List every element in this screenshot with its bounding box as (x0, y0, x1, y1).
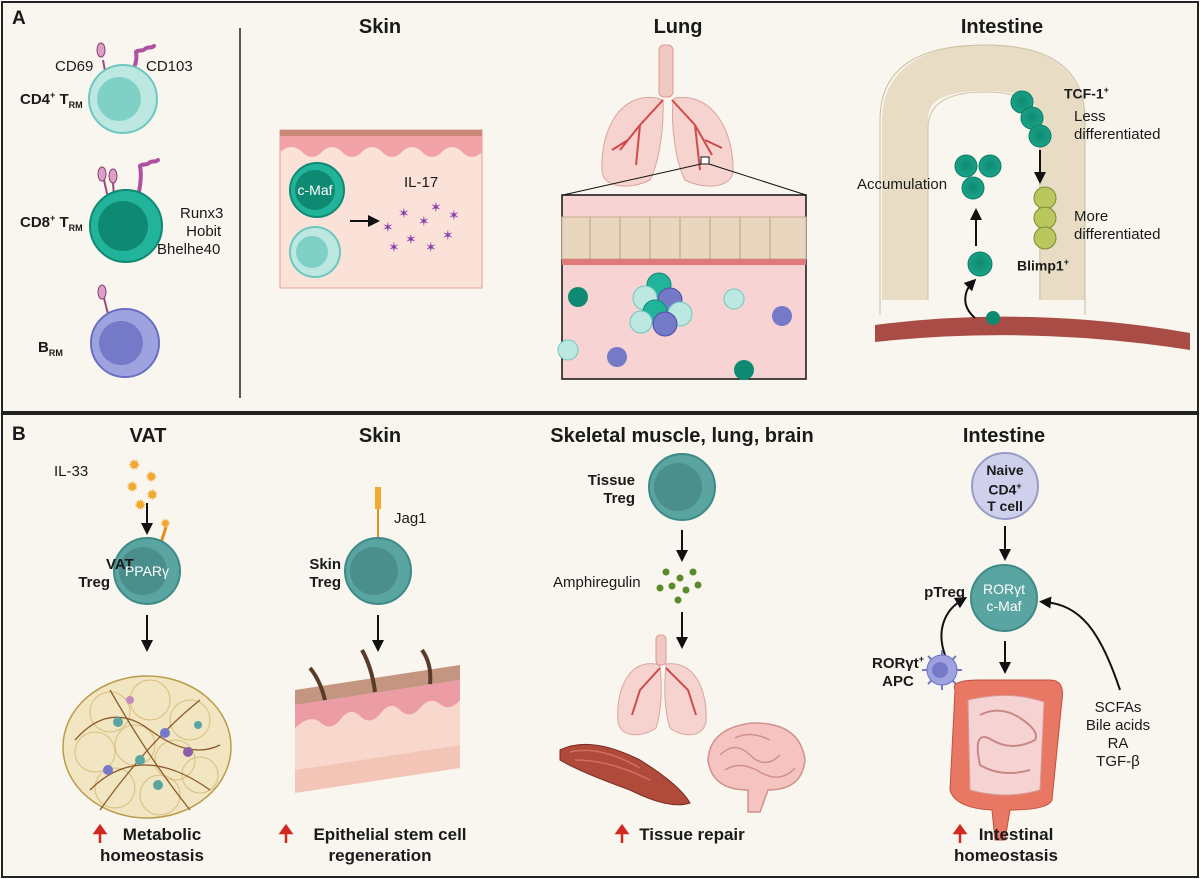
svg-text:✹: ✹ (145, 468, 158, 486)
cd4-trm-cell (88, 42, 158, 134)
vat-outcome-line1: Metabolic (122, 825, 202, 844)
intestinal-homeostasis-outcome: Intestinal homeostasis (954, 824, 1058, 866)
vat-title: VAT (129, 425, 167, 447)
intestine-panel-art-b (922, 452, 1121, 841)
accumulation-label: Accumulation (857, 176, 948, 193)
svg-text:✶: ✶ (405, 232, 417, 248)
tissue-treg-line2: Treg (603, 490, 635, 507)
apc-line1: RORγt+ (872, 654, 924, 672)
b-rm-label: BRM (38, 339, 63, 358)
factor-scfas: SCFAs (1094, 699, 1142, 716)
vat-treg-line1: VAT (106, 556, 134, 573)
rorgt-apc-label: RORγt+ APC (872, 650, 924, 691)
vat-treg-line2: Treg (78, 574, 110, 591)
factor-bile-acids: Bile acids (1085, 717, 1151, 734)
svg-text:✶: ✶ (430, 200, 442, 216)
svg-text:✹: ✹ (160, 517, 171, 532)
svg-text:✶: ✶ (418, 214, 430, 230)
cd4-trm-label: CD4+ TRM (20, 90, 83, 110)
cd103-label: CD103 (146, 58, 193, 75)
less-differentiated-line1: Less (1074, 108, 1106, 125)
upregulation-arrows (92, 823, 968, 843)
panel-a-skin-title: Skin (358, 16, 402, 38)
jag1-label: Jag1 (394, 510, 427, 527)
panel-a-intestine-title: Intestine (960, 16, 1044, 38)
intestine-villus-a (875, 44, 1190, 350)
skin-treg-line1: Skin (309, 556, 341, 573)
more-differentiated-line2: differentiated (1074, 226, 1161, 243)
vat-panel-art: ✹ ✹ ✹ ✹ ✹ ✹ (62, 456, 232, 819)
svg-text:✹: ✹ (126, 478, 139, 496)
naive-line3: T cell (987, 497, 1023, 514)
skin-tissue-a: ✶ ✶ ✶ ✶ ✶ ✶ ✶ ✶ ✶ (279, 129, 483, 289)
svg-text:✶: ✶ (425, 240, 437, 256)
svg-text:✹: ✹ (134, 496, 147, 514)
tissue-repair-outcome: Tissue repair (619, 824, 745, 845)
panel-a-lung-title: Lung (653, 16, 703, 38)
tf-hobit: Hobit (186, 223, 222, 240)
cmaf-label: c-Maf (297, 182, 333, 198)
microbial-factors-list: SCFAs Bile acids RA TGF-β (1086, 699, 1150, 771)
rorgt-cmaf-label: RORγt c-Maf (983, 581, 1025, 615)
tf-bhelhe40: Bhelhe40 (156, 241, 221, 258)
muscle-lung-brain-art (559, 453, 806, 813)
more-differentiated-line1: More (1074, 208, 1109, 225)
blimp1-label: Blimp1+ (1017, 257, 1069, 274)
skin-outcome-line1: Epithelial stem cell (313, 825, 467, 844)
apc-line2: APC (882, 673, 914, 690)
lung-illustration-a (557, 44, 807, 380)
rorgt-line: RORγt (983, 581, 1025, 597)
amphiregulin-label: Amphiregulin (553, 574, 641, 591)
cd8-transcription-factors: Runx3 Hobit Bhelhe40 (157, 205, 224, 259)
cd8-trm-cell (89, 158, 163, 263)
naive-cd4-label: Naive CD4+ T cell (986, 462, 1023, 514)
cd8-trm-label: CD8+ TRM (20, 213, 83, 233)
ptreg-label: pTreg (924, 584, 965, 601)
il33-label: IL-33 (54, 463, 89, 480)
muscle-outcome-line1: Tissue repair (639, 825, 745, 844)
svg-text:✶: ✶ (382, 220, 394, 236)
vat-outcome-line2: homeostasis (100, 846, 204, 865)
tcf1-label: TCF-1+ (1064, 85, 1109, 102)
factor-tgfb: TGF-β (1096, 753, 1140, 770)
skin-panel-art-b (295, 487, 460, 793)
muscle-lung-brain-title: Skeletal muscle, lung, brain (550, 425, 814, 447)
pparg-label: PPARγ (124, 563, 170, 579)
skin-treg-line2: Treg (309, 574, 341, 591)
skin-title-b: Skin (358, 425, 402, 447)
naive-line1: Naive (986, 462, 1024, 478)
panel-a-letter: A (12, 8, 26, 29)
b-rm-cell (90, 284, 160, 378)
skin-outcome-line2: regeneration (328, 846, 432, 865)
svg-text:✶: ✶ (388, 240, 400, 256)
intestine-title-b: Intestine (962, 425, 1046, 447)
svg-text:✶: ✶ (398, 206, 410, 222)
naive-line2: CD4+ (988, 481, 1022, 498)
intestine-outcome-line2: homeostasis (954, 846, 1058, 865)
intestine-outcome-line1: Intestinal (978, 825, 1054, 844)
svg-text:✹: ✹ (146, 486, 159, 504)
metabolic-homeostasis-outcome: Metabolic homeostasis (100, 824, 204, 866)
tissue-treg-line1: Tissue (587, 472, 635, 489)
less-differentiated-line2: differentiated (1074, 126, 1161, 143)
epithelial-regeneration-outcome: Epithelial stem cell regeneration (293, 824, 466, 866)
apc-cell (922, 650, 962, 690)
il17-label: IL-17 (404, 174, 439, 191)
panel-b-letter: B (12, 424, 26, 445)
factor-ra: RA (1107, 735, 1129, 752)
svg-text:✶: ✶ (448, 208, 460, 224)
svg-text:✹: ✹ (128, 456, 141, 474)
svg-text:✶: ✶ (442, 228, 454, 244)
cmaf-line: c-Maf (986, 598, 1022, 614)
cd69-label: CD69 (55, 58, 94, 75)
tf-runx3: Runx3 (180, 205, 224, 222)
